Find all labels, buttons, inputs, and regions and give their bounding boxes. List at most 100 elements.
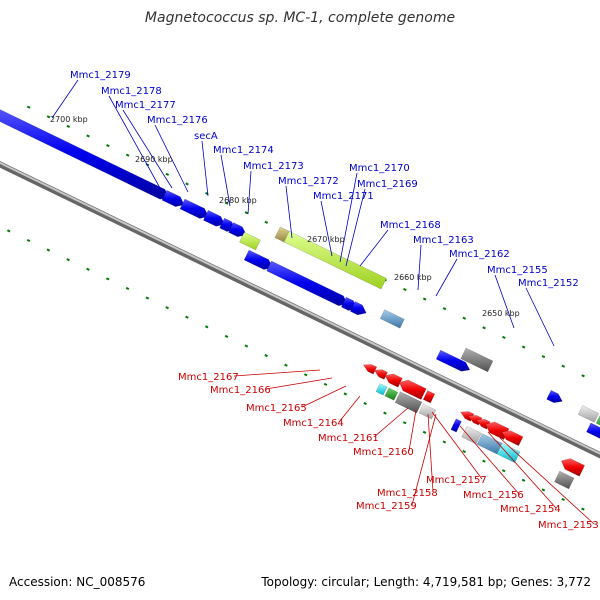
tick-inner: [581, 507, 585, 511]
forward-leader-line: [525, 287, 555, 347]
forward-gene: [228, 222, 247, 238]
tick-inner: [442, 440, 447, 444]
tick-outer: [106, 144, 110, 148]
reverse-gene-label: Mmc1_2153: [538, 520, 599, 531]
reverse-gene: [373, 369, 388, 380]
tick-inner: [86, 267, 90, 271]
tick-inner: [462, 449, 466, 454]
forward-gene-label: Mmc1_2179: [70, 70, 131, 81]
forward-leader-line: [417, 244, 422, 291]
tick-inner: [422, 430, 427, 434]
feature-lime: [283, 230, 387, 290]
map-title: Magnetococcus sp. MC-1, complete genome: [144, 10, 456, 26]
feature-gray: [554, 470, 575, 490]
tick-inner: [363, 402, 367, 406]
tick-inner: [561, 497, 565, 502]
reverse-gene: [422, 390, 436, 404]
forward-gene: [546, 389, 563, 404]
reverse-gene-label: Mmc1_2164: [283, 418, 344, 429]
tick-inner: [284, 363, 288, 367]
tick-outer: [125, 153, 130, 157]
reverse-leader-line: [338, 395, 361, 423]
forward-gene-label: Mmc1_2174: [213, 145, 274, 156]
forward-gene-label: Mmc1_2155: [487, 265, 548, 276]
tick-inner: [185, 315, 189, 319]
reverse-leader-line: [459, 425, 520, 495]
reverse-gene-label: Mmc1_2157: [426, 475, 487, 486]
forward-gene-label: Mmc1_2172: [278, 176, 339, 187]
reverse-leader-line: [265, 377, 333, 390]
tick-inner: [482, 459, 486, 463]
tick-outer: [422, 297, 427, 301]
tick-outer: [244, 211, 249, 215]
genome-summary: Topology: circular; Length: 4,719,581 bp…: [261, 575, 591, 589]
forward-gene: [243, 249, 274, 270]
backbone-shadow: [0, 161, 600, 459]
forward-gene-label: Mmc1_2178: [101, 86, 162, 97]
scale-label: 2650 kbp: [482, 309, 520, 318]
forward-gene-label: Mmc1_2177: [115, 100, 176, 111]
tick-inner: [264, 354, 268, 358]
accession-text: Accession: NC_008576: [9, 575, 146, 589]
reverse-gene-label: Mmc1_2159: [356, 501, 417, 512]
tick-outer: [403, 287, 407, 292]
tick-outer: [185, 182, 189, 186]
tick-inner: [105, 277, 110, 281]
forward-gene-label: Mmc1_2173: [243, 161, 304, 172]
forward-leader-line: [345, 188, 366, 267]
tick-inner: [383, 411, 387, 415]
tick-outer: [581, 374, 585, 378]
reverse-gene: [560, 458, 585, 477]
forward-gene-label: Mmc1_2176: [147, 115, 208, 126]
tick-inner: [343, 392, 348, 396]
reverse-leader-line: [499, 437, 595, 525]
tick-outer: [561, 364, 566, 368]
forward-gene-label: Mmc1_2163: [413, 235, 474, 246]
reverse-leader-line: [233, 369, 321, 377]
forward-gene-label: Mmc1_2168: [380, 220, 441, 231]
tick-outer: [224, 201, 229, 205]
scale-label: 2670 kbp: [307, 235, 345, 244]
scale-label: 2700 kbp: [50, 115, 88, 124]
forward-leader-line: [494, 274, 515, 329]
tick-outer: [442, 307, 447, 311]
tick-outer: [165, 172, 170, 176]
tick-outer: [66, 124, 71, 128]
feature-gray: [394, 391, 423, 414]
label-leader-lines: [51, 79, 595, 525]
forward-leader-line: [154, 124, 189, 193]
reverse-gene-label: Mmc1_2158: [377, 488, 438, 499]
feature-green: [384, 387, 399, 401]
feature-cyan: [375, 383, 388, 396]
feature-light: [418, 403, 437, 420]
forward-leader-line: [108, 95, 161, 189]
scale-ticks: [6, 105, 585, 511]
tick-inner: [145, 296, 150, 300]
tick-outer: [502, 335, 506, 339]
forward-leader-line: [201, 140, 209, 197]
forward-gene: [203, 209, 226, 227]
forward-leader-line: [51, 79, 79, 119]
tick-inner: [521, 478, 526, 482]
forward-gene-label: Mmc1_2169: [357, 179, 418, 190]
forward-leader-line: [285, 185, 293, 239]
forward-leader-line: [122, 109, 173, 189]
reverse-leader-line: [301, 385, 347, 408]
tick-inner: [541, 488, 546, 492]
reverse-gene-label: Mmc1_2167: [178, 372, 239, 383]
feature-light: [577, 405, 600, 423]
reverse-leader-line: [411, 413, 437, 506]
tick-outer: [482, 326, 486, 330]
reverse-gene: [362, 364, 378, 375]
tick-inner: [501, 469, 506, 473]
tick-inner: [224, 334, 229, 338]
tick-outer: [86, 134, 90, 138]
forward-gene: [586, 422, 600, 439]
forward-gene: [179, 198, 209, 219]
tick-inner: [402, 421, 407, 425]
forward-leader-line: [220, 154, 231, 207]
feature-steel: [379, 309, 405, 329]
reverse-leader-line: [431, 411, 483, 480]
